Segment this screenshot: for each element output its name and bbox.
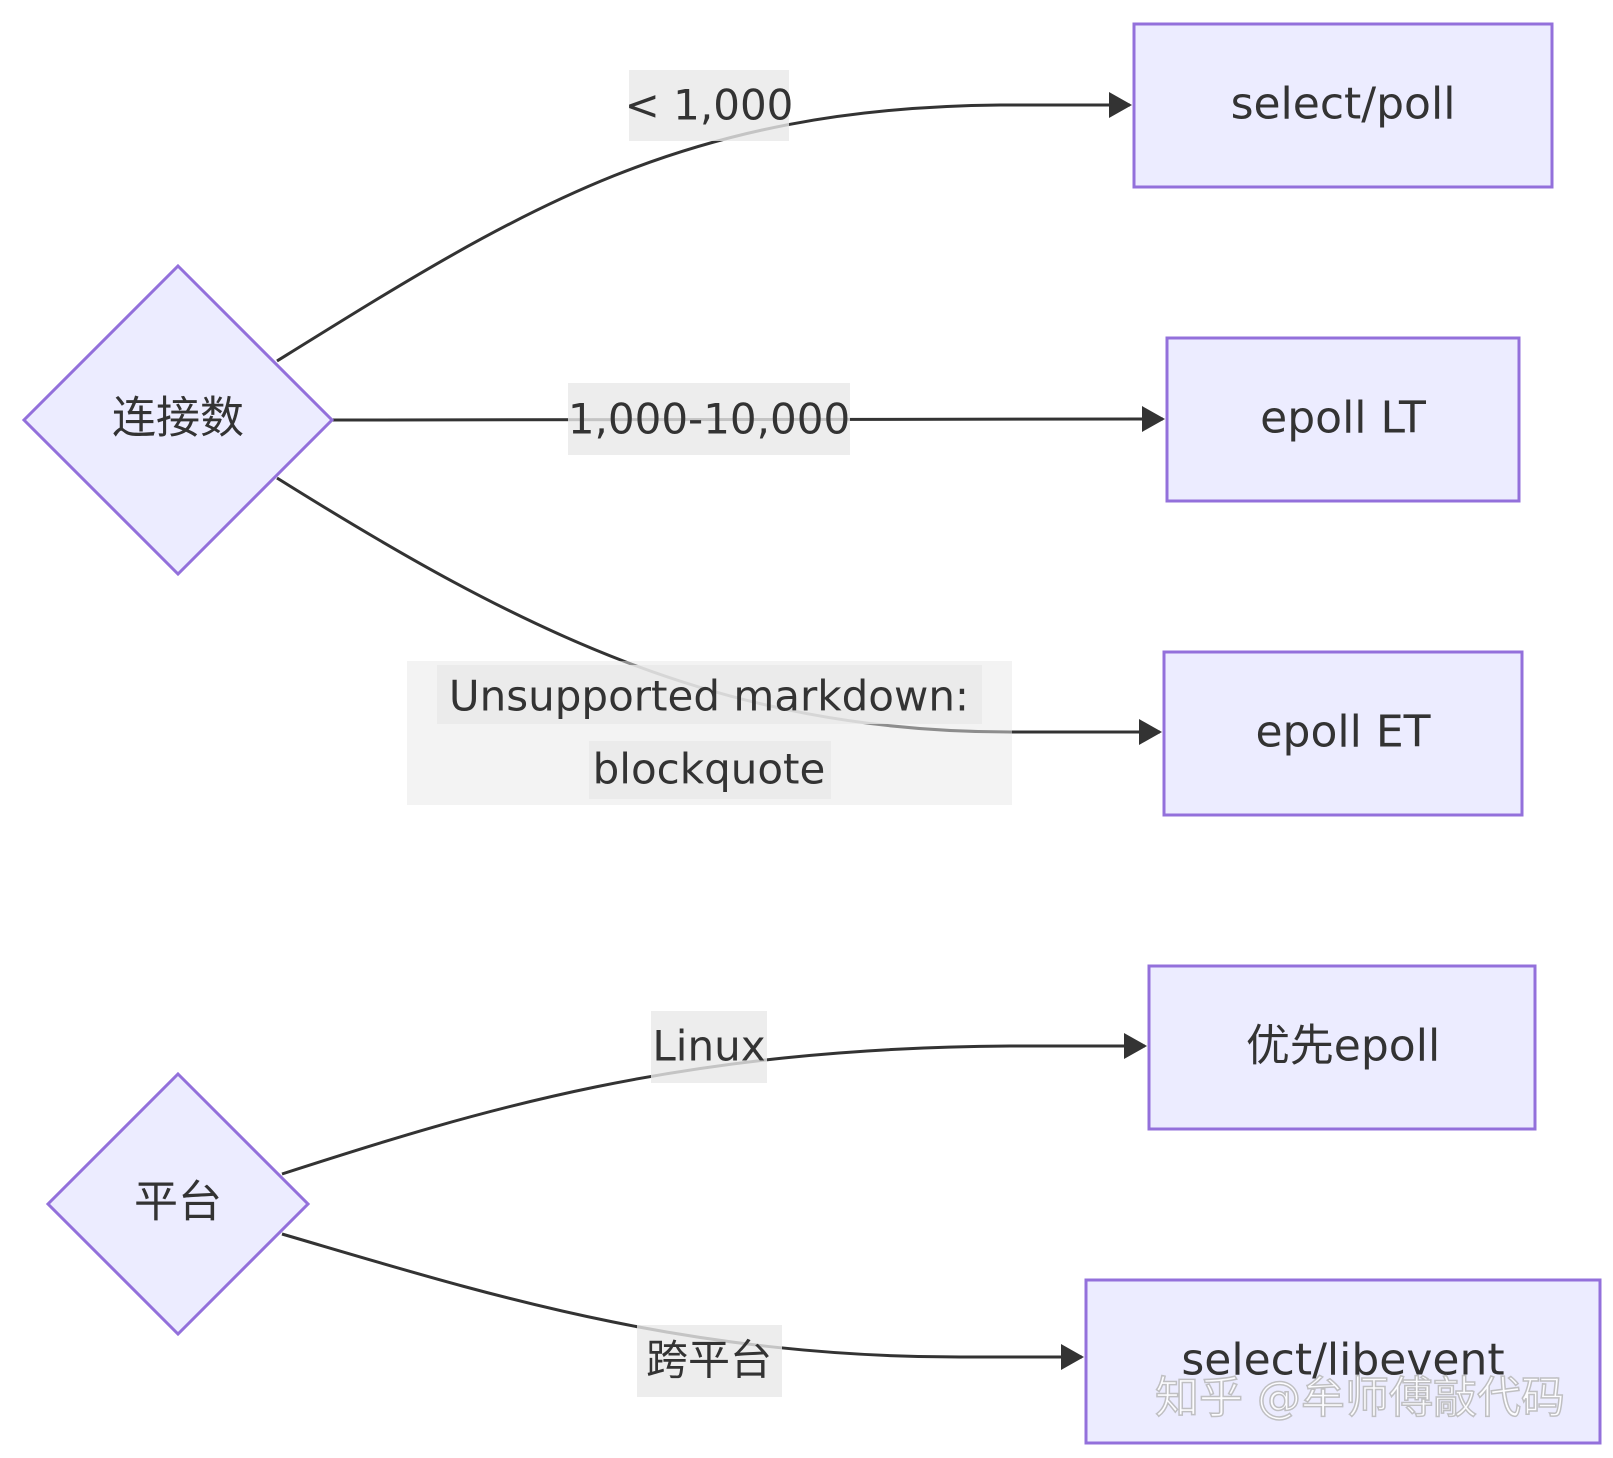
edge-label-line1: Unsupported markdown: (449, 672, 969, 721)
decision-diamond (21, 263, 335, 577)
edge-label-line1-background (437, 665, 982, 724)
edge-label-line2-background (589, 741, 831, 799)
outcome-label: epoll LT (1260, 393, 1426, 444)
outcome-node-select-libevent: select/libevent (1084, 1278, 1602, 1445)
edge-platform-to-prefer-epoll (281, 1044, 1145, 1176)
edge-label-text: 跨平台 (646, 1336, 772, 1385)
arrowhead-select-libevent (1061, 1344, 1084, 1370)
edge-label-background (637, 1325, 782, 1397)
edge-label-line2: blockquote (593, 745, 826, 794)
edge-label-text: Linux (652, 1022, 765, 1071)
edge-label-unsupported-blockquote: Unsupported markdown: blockquote (407, 661, 1012, 805)
arrowhead-select-poll (1109, 92, 1132, 118)
decision-label: 连接数 (112, 393, 244, 444)
edge-label-background (629, 70, 789, 141)
outcome-node-select-poll: select/poll (1132, 22, 1554, 189)
arrowhead-epoll-lt (1142, 406, 1165, 432)
edge-label-lt-1000: < 1,000 (625, 70, 794, 141)
outcome-box (1162, 650, 1524, 817)
outcome-box (1132, 22, 1554, 189)
outcome-node-epoll-et: epoll ET (1162, 650, 1524, 817)
outcome-box (1084, 1278, 1602, 1445)
edge-platform-to-select-libevent (281, 1232, 1082, 1359)
outcome-node-prefer-epoll: 优先epoll (1147, 964, 1537, 1131)
outcome-label: select/libevent (1181, 1335, 1504, 1386)
outcome-box (1147, 964, 1537, 1131)
decision-label: 平台 (134, 1177, 222, 1228)
edge-label-background (568, 383, 850, 455)
arrowhead-prefer-epoll (1124, 1033, 1147, 1059)
edge-label-cross-platform: 跨平台 (637, 1325, 782, 1397)
outcome-box (1165, 336, 1521, 503)
edge-label-text: < 1,000 (625, 81, 794, 130)
outcome-node-epoll-lt: epoll LT (1165, 336, 1521, 503)
edge-label-text: 1,000-10,000 (568, 395, 850, 444)
decision-node-connections: 连接数 (21, 263, 335, 577)
edge-label-1000-10000: 1,000-10,000 (568, 383, 850, 455)
outcome-label: select/poll (1231, 79, 1456, 130)
decision-diamond (45, 1071, 311, 1337)
outcome-label: epoll ET (1255, 707, 1430, 758)
arrowhead-epoll-et (1139, 719, 1162, 745)
watermark: 知乎 @牟师傅敲代码 (1155, 1373, 1565, 1424)
edge-label-linux: Linux (651, 1011, 767, 1083)
edge-connections-to-select-poll (276, 101, 1131, 363)
outcome-label: 优先epoll (1246, 1021, 1440, 1072)
decision-node-platform: 平台 (45, 1071, 311, 1337)
edge-label-background (651, 1011, 767, 1083)
